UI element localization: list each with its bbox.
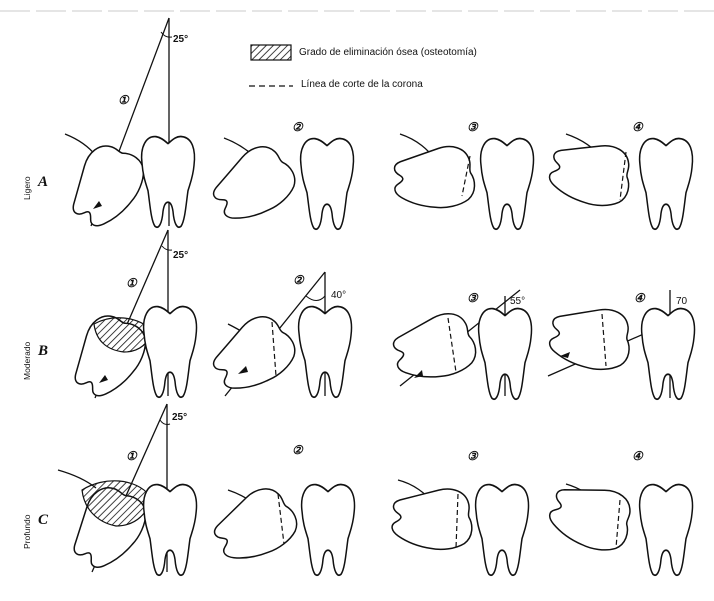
row-a-letter: A bbox=[38, 174, 48, 191]
step-number-c2: ② bbox=[292, 443, 303, 458]
step-number-b2: ② bbox=[293, 273, 304, 288]
angle-b3: 55° bbox=[510, 296, 525, 307]
step-number-c3: ③ bbox=[467, 449, 478, 464]
panel-b4 bbox=[547, 290, 694, 399]
step-number-c4: ④ bbox=[632, 449, 643, 464]
step-number-a4: ④ bbox=[632, 120, 643, 135]
panel-a1 bbox=[65, 18, 195, 236]
row-b-label: Moderado bbox=[22, 342, 32, 380]
step-number-b4: ④ bbox=[634, 291, 645, 306]
row-c-drawings bbox=[58, 404, 693, 578]
legend-crown-cut-label: Línea de corte de la corona bbox=[301, 79, 423, 90]
row-c-label: Profundo bbox=[22, 515, 32, 550]
panel-c3 bbox=[387, 480, 528, 575]
row-b-letter: B bbox=[38, 343, 48, 360]
panel-c4 bbox=[547, 484, 692, 575]
panel-a2 bbox=[205, 138, 353, 237]
angle-c1: 25° bbox=[172, 412, 187, 423]
step-number-b3: ③ bbox=[467, 291, 478, 306]
panel-a4 bbox=[548, 134, 692, 229]
legend bbox=[249, 45, 293, 86]
step-number-a1: ① bbox=[118, 93, 129, 108]
step-number-c1: ① bbox=[126, 449, 137, 464]
legend-hatch-swatch bbox=[251, 45, 291, 60]
angle-b2: 40° bbox=[331, 290, 346, 301]
step-number-b1: ① bbox=[126, 276, 137, 291]
step-number-a3: ③ bbox=[467, 120, 478, 135]
panel-c1 bbox=[58, 404, 197, 578]
panel-c2 bbox=[206, 480, 355, 577]
angle-b1: 25° bbox=[173, 250, 188, 261]
step-number-a2: ② bbox=[292, 120, 303, 135]
row-a-label: Ligero bbox=[22, 176, 32, 200]
angle-b4: 70 bbox=[676, 296, 687, 307]
row-c-letter: C bbox=[38, 512, 48, 529]
row-b-drawings bbox=[68, 230, 694, 407]
angle-a1: 25° bbox=[173, 34, 188, 45]
panel-a3 bbox=[387, 134, 533, 229]
legend-bone-removal-label: Grado de eliminación ósea (osteotomía) bbox=[299, 47, 477, 58]
panel-b2 bbox=[205, 272, 351, 407]
